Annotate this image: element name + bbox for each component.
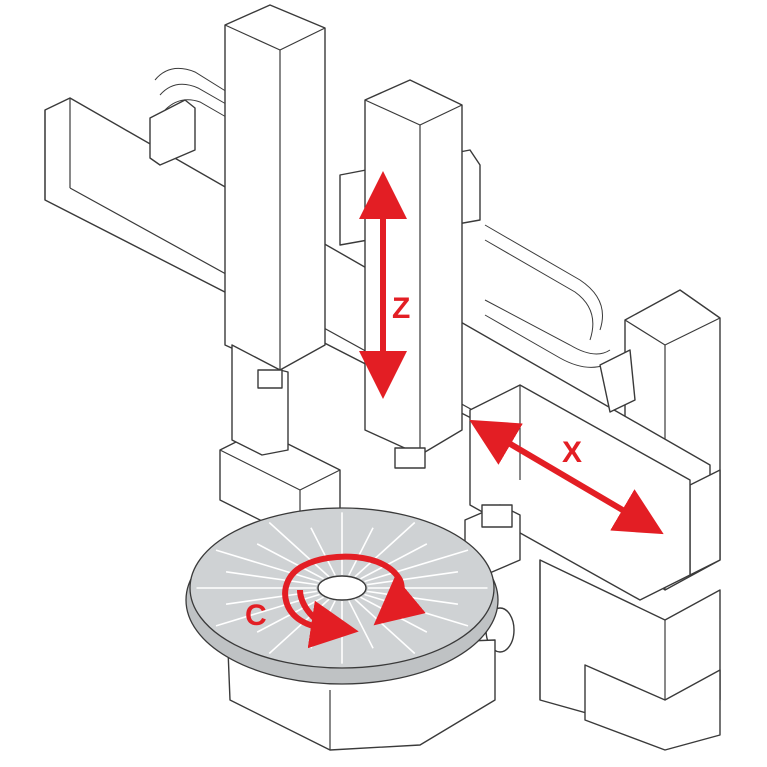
table-slot (256, 543, 324, 580)
x-axis-label: X (562, 436, 582, 469)
cable-chain-right (484, 224, 636, 413)
c-axis-indicator: C (245, 553, 426, 649)
table-slot (268, 521, 330, 578)
cable-chain-left (149, 67, 241, 166)
table-slot (348, 527, 374, 576)
c-axis-arrow-inner (297, 589, 359, 649)
z-axis-indicator: Z (359, 171, 410, 399)
table-slot (360, 543, 428, 580)
table-slot (310, 527, 336, 576)
c-axis-label: C (245, 599, 267, 632)
x-axis-indicator: X (469, 419, 664, 535)
z-axis-label: Z (392, 292, 410, 325)
table-slot (215, 549, 320, 583)
table-slot (225, 571, 317, 586)
rotary-table (185, 507, 499, 751)
left-ram (224, 4, 326, 456)
x-axis-arrow (469, 419, 664, 535)
table-slot (354, 521, 416, 578)
c-axis-arrow-outer (282, 553, 426, 631)
table-slot (354, 598, 416, 655)
